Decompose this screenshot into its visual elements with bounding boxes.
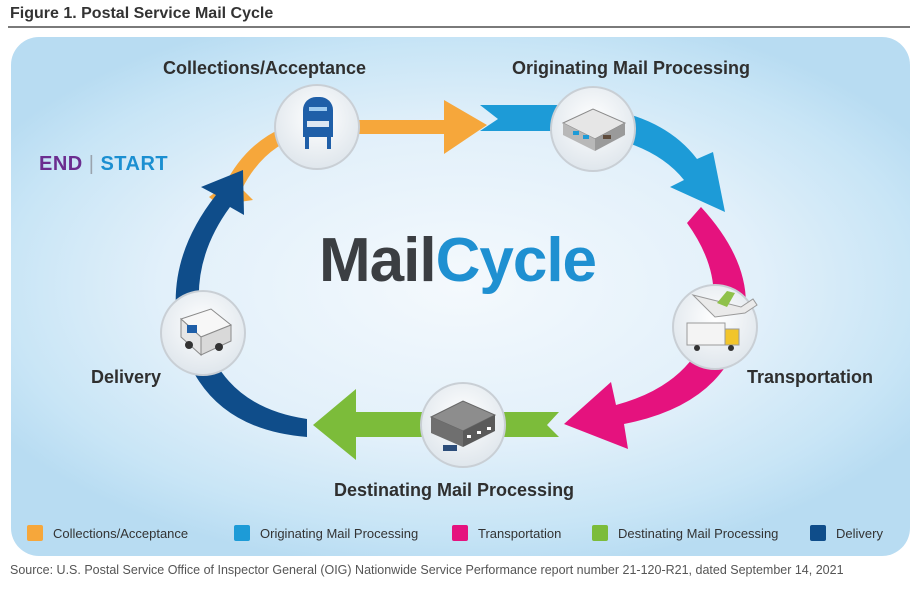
end-label: END bbox=[39, 153, 83, 175]
mailbox-icon bbox=[274, 84, 360, 170]
collections-arrow bbox=[209, 100, 487, 205]
legend-label: Collections/Acceptance bbox=[53, 525, 189, 541]
destinating-arrow bbox=[313, 389, 559, 460]
figure-title: Figure 1. Postal Service Mail Cycle bbox=[10, 5, 274, 22]
transportation-arrow bbox=[564, 207, 746, 449]
end-start-marker: END|START bbox=[39, 153, 168, 176]
legend-item: Destinating Mail Processing bbox=[592, 525, 778, 541]
legend-item: Originating Mail Processing bbox=[234, 525, 418, 541]
legend-swatch bbox=[810, 525, 826, 541]
legend-label: Destinating Mail Processing bbox=[618, 525, 779, 541]
stage-label-collections: Collections/Acceptance bbox=[163, 58, 367, 78]
legend-item: Transportation bbox=[452, 525, 561, 541]
legend-label: Transportation bbox=[478, 525, 562, 541]
legend: Collections/Acceptance Originating Mail … bbox=[27, 525, 897, 545]
stage-label-destinating: Destinating Mail Processing bbox=[334, 480, 575, 500]
logo-part-mail: Mail bbox=[319, 226, 437, 295]
legend-label: Delivery bbox=[836, 525, 883, 541]
cycle-arrows bbox=[160, 84, 758, 468]
delivery-truck-icon bbox=[160, 290, 246, 376]
legend-item: Delivery bbox=[810, 525, 883, 541]
stage-label-originating: Originating Mail Processing bbox=[512, 58, 751, 78]
legend-label: Originating Mail Processing bbox=[260, 525, 419, 541]
logo-part-cycle: Cycle bbox=[435, 226, 597, 295]
legend-item: Collections/Acceptance bbox=[27, 525, 188, 541]
start-label: START bbox=[100, 153, 169, 175]
stage-label-delivery: Delivery bbox=[91, 367, 162, 387]
mail-cycle-diagram: Collections/Acceptance Originating Mail … bbox=[11, 37, 910, 556]
title-divider bbox=[8, 26, 910, 28]
legend-swatch bbox=[592, 525, 608, 541]
originating-arrow bbox=[480, 105, 725, 212]
distribution-facility-icon bbox=[420, 382, 506, 468]
truck-airplane-icon bbox=[672, 284, 758, 370]
legend-swatch bbox=[234, 525, 250, 541]
legend-swatch bbox=[27, 525, 43, 541]
source-note: Source: U.S. Postal Service Office of In… bbox=[10, 563, 844, 577]
processing-plant-icon bbox=[550, 86, 636, 172]
mailcycle-logo: MailCycle bbox=[319, 225, 597, 296]
legend-swatch bbox=[452, 525, 468, 541]
stage-label-transportation: Transportation bbox=[747, 367, 874, 387]
end-start-separator: | bbox=[88, 153, 95, 175]
